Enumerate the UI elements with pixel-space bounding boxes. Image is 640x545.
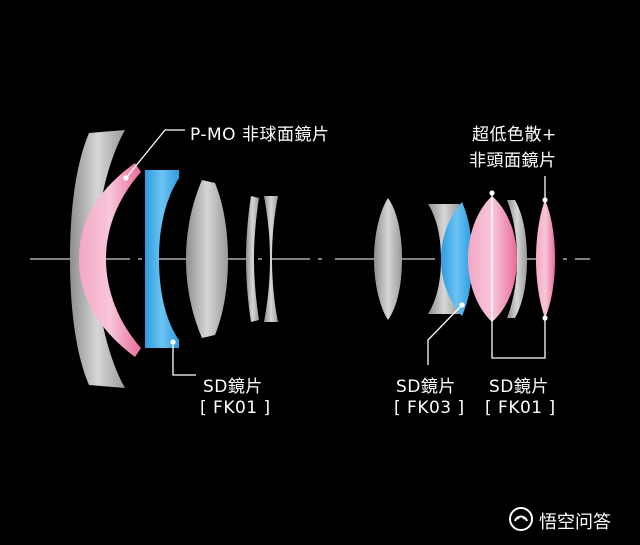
- lens-element-1: [70, 130, 125, 388]
- lens-element-7: [374, 198, 402, 320]
- lens-element-12-sd-fk01: [536, 200, 555, 318]
- lens-element-4: [186, 180, 228, 338]
- label-sd-left-line2: [ FK01 ]: [200, 398, 271, 418]
- label-pmo-aspherical: P-MO 非球面鏡片: [190, 125, 330, 145]
- lens-element-2-pmo-aspherical: [79, 163, 141, 357]
- lens-element-11: [507, 200, 527, 318]
- leader-sd-mid: [427, 304, 463, 365]
- lens-element-9-sd-fk03: [441, 202, 472, 316]
- label-sd-right-line2: [ FK01 ]: [485, 398, 556, 418]
- leader-sd-left: [172, 342, 196, 376]
- lens-element-3-sd-fk01: [145, 170, 179, 348]
- label-ud-line1: 超低色散+: [472, 125, 557, 145]
- label-ud-line2: 非頭面鏡片: [469, 151, 557, 171]
- label-sd-left-line1: SD鏡片: [203, 377, 263, 397]
- watermark-text: 悟空问答: [539, 512, 611, 533]
- wukong-logo-icon: [509, 507, 533, 531]
- label-sd-mid-line2: [ FK03 ]: [394, 398, 465, 418]
- leader-pmo: [125, 129, 185, 179]
- label-sd-mid-line1: SD鏡片: [396, 377, 456, 397]
- lens-element-8: [428, 204, 460, 314]
- lens-element-5: [246, 196, 259, 322]
- lens-element-6: [264, 196, 278, 322]
- leader-sd-right: [491, 193, 546, 359]
- watermark: 悟空问答: [508, 504, 634, 534]
- label-sd-right-line1: SD鏡片: [489, 377, 549, 397]
